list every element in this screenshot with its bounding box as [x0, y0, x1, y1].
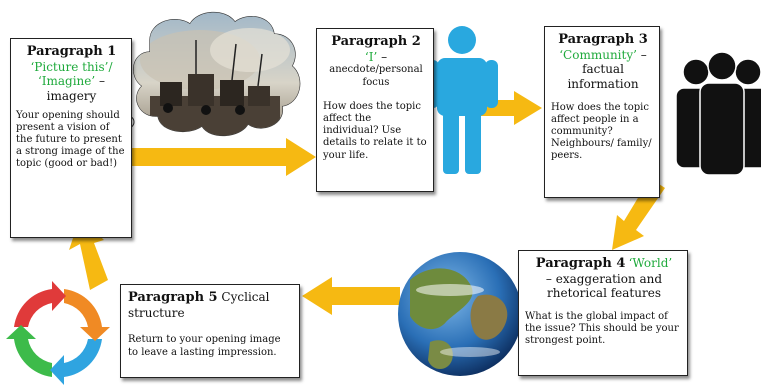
paragraph-4-box: Paragraph 4 ‘World’ – exaggeration and r… [518, 250, 688, 376]
paragraph-2-box: Paragraph 2 ‘I’ – anecdote/personal focu… [316, 28, 434, 192]
arrow-p2-p3 [476, 91, 542, 125]
paragraph-1-sub2: ‘Imagine’ [37, 74, 96, 89]
paragraph-3-tag: factual information [567, 62, 639, 92]
paragraph-2-sub: ‘I’ [364, 49, 378, 64]
arrow-p4-p5 [302, 277, 400, 315]
arrow-p1-p2 [132, 138, 316, 176]
paragraph-1-title: Paragraph 1 [26, 44, 117, 59]
paragraph-3-title: Paragraph 3 [558, 32, 648, 47]
paragraph-2-title: Paragraph 2 [331, 34, 421, 49]
paragraph-1-dash: – [95, 74, 106, 89]
paragraph-5-title: Paragraph 5 [128, 290, 218, 305]
paragraph-3-body: How does the topic affect people in a co… [551, 101, 652, 162]
paragraph-5-body: Return to your opening image to leave a … [128, 334, 281, 358]
paragraph-4-tag: – exaggeration and rhetorical features [545, 271, 663, 301]
paragraph-1-body: Your opening should present a vision of … [16, 109, 125, 170]
paragraph-5-box: Paragraph 5 Cyclical structure Return to… [120, 284, 300, 378]
paragraph-3-dash: – [636, 47, 647, 62]
paragraph-1-sub1: ‘Picture this’/ [30, 59, 113, 74]
paragraph-2-dash: – [377, 49, 388, 64]
paragraph-3-sub: ‘Community’ [559, 47, 637, 62]
paragraph-4-title: Paragraph 4 [535, 256, 626, 271]
paragraph-4-body: What is the global impact of the issue? … [525, 311, 679, 347]
paragraph-5-tag: Cyclical structure [128, 290, 270, 320]
paragraph-2-tag: anecdote/personal focus [329, 64, 423, 88]
paragraph-1-tag: imagery [46, 89, 97, 104]
paragraph-3-box: Paragraph 3 ‘Community’ – factual inform… [544, 26, 660, 198]
paragraph-2-body: How does the topic affect the individual… [323, 100, 427, 161]
paragraph-1-box: Paragraph 1 ‘Picture this’/ ‘Imagine’ – … [10, 38, 132, 238]
paragraph-4-sub: ‘World’ [628, 256, 673, 270]
